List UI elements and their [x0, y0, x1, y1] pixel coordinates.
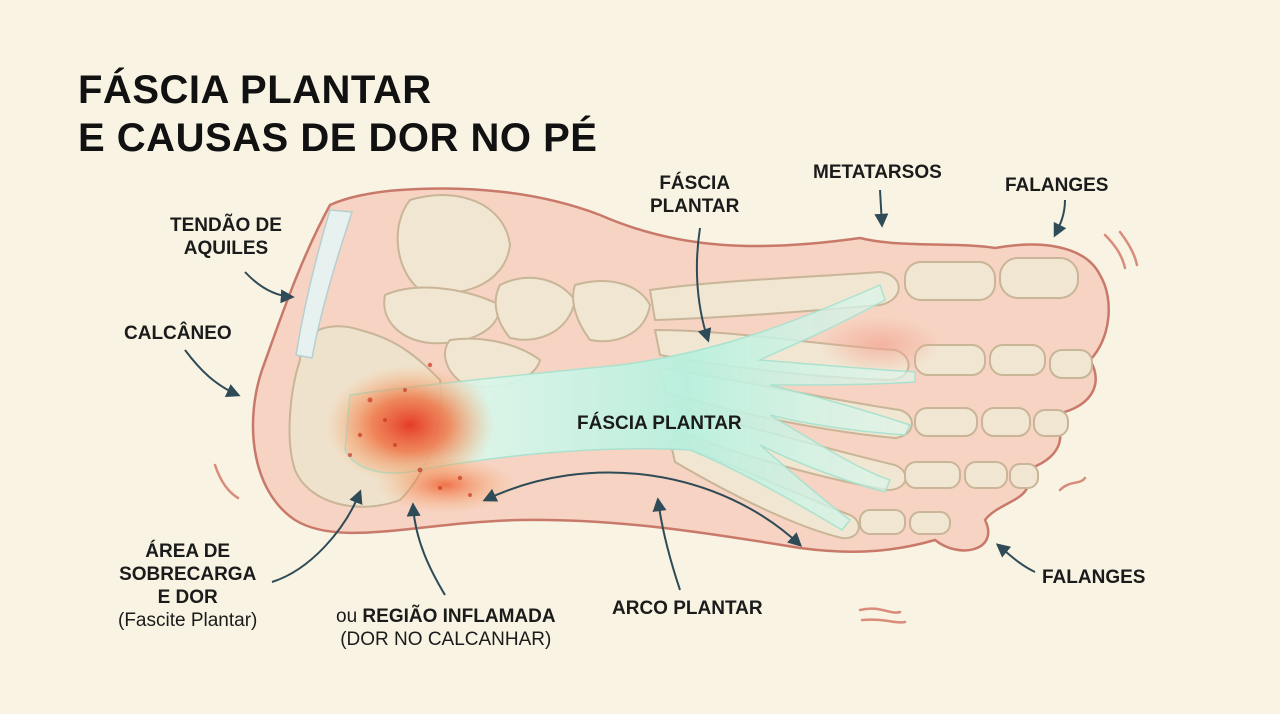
arrow-area [271, 489, 363, 583]
plantar-fascia [344, 283, 916, 531]
arrow-falanges-bottom [995, 543, 1036, 573]
label-falanges-bottom: FALANGES [1042, 567, 1146, 588]
phalanx-bones [859, 257, 1093, 535]
label-arco-plantar: ARCO PLANTAR [612, 598, 763, 619]
talus-bone [396, 194, 512, 294]
inflammation-heel [325, 365, 495, 485]
pain-marks [213, 230, 1139, 624]
title-line-2: E CAUSAS DE DOR NO PÉ [78, 116, 598, 160]
label-fascia-plantar-top: FÁSCIA PLANTAR [650, 173, 740, 217]
arrow-fascia-top [695, 227, 712, 343]
arrow-arco [652, 497, 681, 591]
label-regiao-inflamada: ou REGIÃO INFLAMADA (DOR NO CALCANHAR) [336, 606, 556, 650]
label-metatarsos: METATARSOS [813, 162, 942, 183]
label-area-sobrecarga: ÁREA DE SOBRECARGA E DOR (Fascite Planta… [118, 541, 258, 631]
arrow-falanges-top [1053, 199, 1067, 238]
inflammation-speckles [348, 362, 472, 497]
label-tendao-de-aquiles: TENDÃO DE AQUILES [170, 215, 282, 259]
inflammation-underside [375, 457, 515, 513]
title-line-1: FÁSCIA PLANTAR [78, 68, 432, 112]
page-title: FÁSCIA PLANTAR E CAUSAS DE DOR NO PÉ [78, 66, 597, 162]
arrow-regiao [406, 502, 446, 596]
tarsal-bone-3 [572, 280, 652, 343]
pointer-arrows [184, 189, 1067, 596]
label-calcaneo: CALCÂNEO [124, 323, 232, 344]
arrow-calcaneo [184, 349, 241, 397]
arrow-metatarsos [874, 189, 889, 228]
label-falanges-top: FALANGES [1005, 175, 1109, 196]
tarsal-bone-1 [383, 286, 502, 345]
tarsal-bone-2 [494, 276, 577, 341]
arrow-tendao [244, 271, 295, 304]
toe-redness [820, 317, 940, 373]
arrow-arco-double [482, 471, 803, 547]
label-fascia-plantar-center: FÁSCIA PLANTAR [577, 413, 742, 434]
achilles-tendon [295, 209, 354, 359]
